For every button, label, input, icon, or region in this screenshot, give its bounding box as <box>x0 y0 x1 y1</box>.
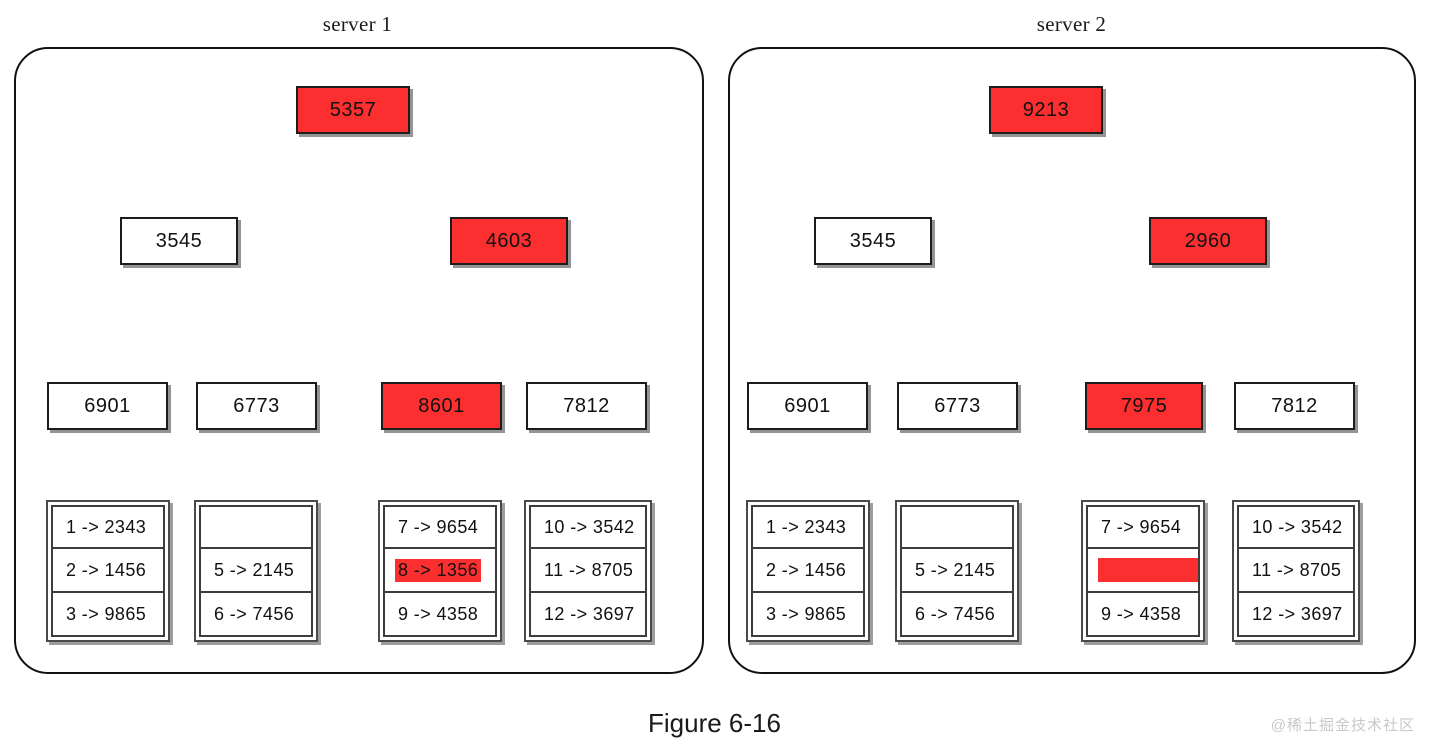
node-label: 7975 <box>1120 394 1168 417</box>
leaf-cell-empty[interactable] <box>900 505 1014 549</box>
leaf-cell[interactable]: 12 -> 3697 <box>1237 593 1355 637</box>
leaf-cell[interactable]: 11 -> 8705 <box>529 549 647 593</box>
server-1-root-node[interactable]: 5357 <box>296 86 410 134</box>
leaf-cell[interactable]: 10 -> 3542 <box>1237 505 1355 549</box>
leaf-cell[interactable]: 12 -> 3697 <box>529 593 647 637</box>
server-1-level3-node-0[interactable]: 6901 <box>47 382 168 430</box>
node-label: 3545 <box>849 229 897 252</box>
leaf-cell-text <box>912 526 918 528</box>
leaf-cell-text: 12 -> 3697 <box>544 603 635 624</box>
leaf-cell[interactable]: 11 -> 8705 <box>1237 549 1355 593</box>
node-label: 5357 <box>329 98 377 121</box>
leaf-cell-text: 1 -> 2343 <box>66 516 147 537</box>
node-label: 7812 <box>563 394 610 417</box>
server-1-level2-node-0[interactable]: 3545 <box>120 217 238 265</box>
leaf-cell[interactable]: 3 -> 9865 <box>751 593 865 637</box>
server-1-title: server 1 <box>322 12 393 36</box>
leaf-cell-text: 11 -> 8705 <box>544 559 634 580</box>
red-placeholder-bar <box>1098 558 1198 582</box>
server-2-leaf-list-0: 1 -> 2343 2 -> 1456 3 -> 9865 <box>746 500 870 642</box>
server-2-title: server 2 <box>1036 12 1107 36</box>
server-2-leaf-list-1: 5 -> 2145 6 -> 7456 <box>895 500 1019 642</box>
figure-caption: Figure 6-16 <box>648 708 781 738</box>
leaf-cell-text: 6 -> 7456 <box>915 603 996 624</box>
server-1-leaf-list-1: 5 -> 2145 6 -> 7456 <box>194 500 318 642</box>
leaf-cell[interactable]: 9 -> 4358 <box>383 593 497 637</box>
node-label: 3545 <box>155 229 203 252</box>
leaf-cell[interactable]: 10 -> 3542 <box>529 505 647 549</box>
leaf-cell-text: 6 -> 7456 <box>214 603 295 624</box>
leaf-cell[interactable]: 2 -> 1456 <box>751 549 865 593</box>
leaf-cell-text: 3 -> 9865 <box>66 603 147 624</box>
leaf-cell-text: 9 -> 4358 <box>1101 603 1182 624</box>
leaf-cell[interactable]: 7 -> 9654 <box>383 505 497 549</box>
server-2-level3-node-2[interactable]: 7975 <box>1085 382 1203 430</box>
server-1-level3-node-3[interactable]: 7812 <box>526 382 647 430</box>
leaf-cell-text: 7 -> 9654 <box>398 516 479 537</box>
leaf-cell-text: 5 -> 2145 <box>214 559 295 580</box>
leaf-cell-redacted[interactable] <box>1086 549 1200 593</box>
leaf-cell[interactable]: 1 -> 2343 <box>751 505 865 549</box>
server-2-root-node[interactable]: 9213 <box>989 86 1103 134</box>
node-label: 6773 <box>934 394 981 417</box>
leaf-cell[interactable]: 6 -> 7456 <box>199 593 313 637</box>
node-label: 9213 <box>1022 98 1070 121</box>
leaf-cell-text: 10 -> 3542 <box>544 516 635 537</box>
leaf-cell[interactable]: 7 -> 9654 <box>1086 505 1200 549</box>
leaf-cell-text: 2 -> 1456 <box>766 559 847 580</box>
leaf-cell-text: 3 -> 9865 <box>766 603 847 624</box>
leaf-cell[interactable]: 9 -> 4358 <box>1086 593 1200 637</box>
leaf-cell-text: 11 -> 8705 <box>1252 559 1342 580</box>
server-2-level3-node-0[interactable]: 6901 <box>747 382 868 430</box>
leaf-cell-text: 7 -> 9654 <box>1101 516 1182 537</box>
node-label: 4603 <box>485 229 533 252</box>
server-1-level3-node-2[interactable]: 8601 <box>381 382 502 430</box>
server-1-leaf-list-2: 7 -> 9654 8 -> 1356 9 -> 4358 <box>378 500 502 642</box>
server-1-leaf-list-0: 1 -> 2343 2 -> 1456 3 -> 9865 <box>46 500 170 642</box>
server-2-leaf-list-2: 7 -> 9654 9 -> 4358 <box>1081 500 1205 642</box>
leaf-cell[interactable]: 2 -> 1456 <box>51 549 165 593</box>
server-2-leaf-list-3: 10 -> 3542 11 -> 8705 12 -> 3697 <box>1232 500 1360 642</box>
node-label: 6901 <box>784 394 831 417</box>
leaf-cell-text <box>211 526 217 528</box>
server-1-level2-node-1[interactable]: 4603 <box>450 217 568 265</box>
watermark: @稀土掘金技术社区 <box>1270 717 1415 734</box>
node-label: 2960 <box>1184 229 1232 252</box>
server-2-level3-node-3[interactable]: 7812 <box>1234 382 1355 430</box>
leaf-cell-empty[interactable] <box>199 505 313 549</box>
leaf-cell-highlighted[interactable]: 8 -> 1356 <box>383 549 497 593</box>
leaf-cell-text: 2 -> 1456 <box>66 559 147 580</box>
server-2-level2-node-1[interactable]: 2960 <box>1149 217 1267 265</box>
leaf-cell-text: 9 -> 4358 <box>398 603 479 624</box>
server-1-leaf-list-3: 10 -> 3542 11 -> 8705 12 -> 3697 <box>524 500 652 642</box>
leaf-cell-text: 10 -> 3542 <box>1252 516 1343 537</box>
node-label: 7812 <box>1271 394 1318 417</box>
leaf-cell-text: 1 -> 2343 <box>766 516 847 537</box>
leaf-cell[interactable]: 6 -> 7456 <box>900 593 1014 637</box>
node-label: 6901 <box>84 394 131 417</box>
leaf-cell-text: 12 -> 3697 <box>1252 603 1343 624</box>
leaf-cell[interactable]: 3 -> 9865 <box>51 593 165 637</box>
leaf-cell[interactable]: 5 -> 2145 <box>900 549 1014 593</box>
server-2-level2-node-0[interactable]: 3545 <box>814 217 932 265</box>
leaf-cell[interactable]: 5 -> 2145 <box>199 549 313 593</box>
leaf-cell-text: 8 -> 1356 <box>395 558 482 582</box>
leaf-cell[interactable]: 1 -> 2343 <box>51 505 165 549</box>
leaf-cell-text: 5 -> 2145 <box>915 559 996 580</box>
server-1-level3-node-1[interactable]: 6773 <box>196 382 317 430</box>
node-label: 6773 <box>233 394 280 417</box>
server-2-level3-node-1[interactable]: 6773 <box>897 382 1018 430</box>
node-label: 8601 <box>418 394 465 417</box>
